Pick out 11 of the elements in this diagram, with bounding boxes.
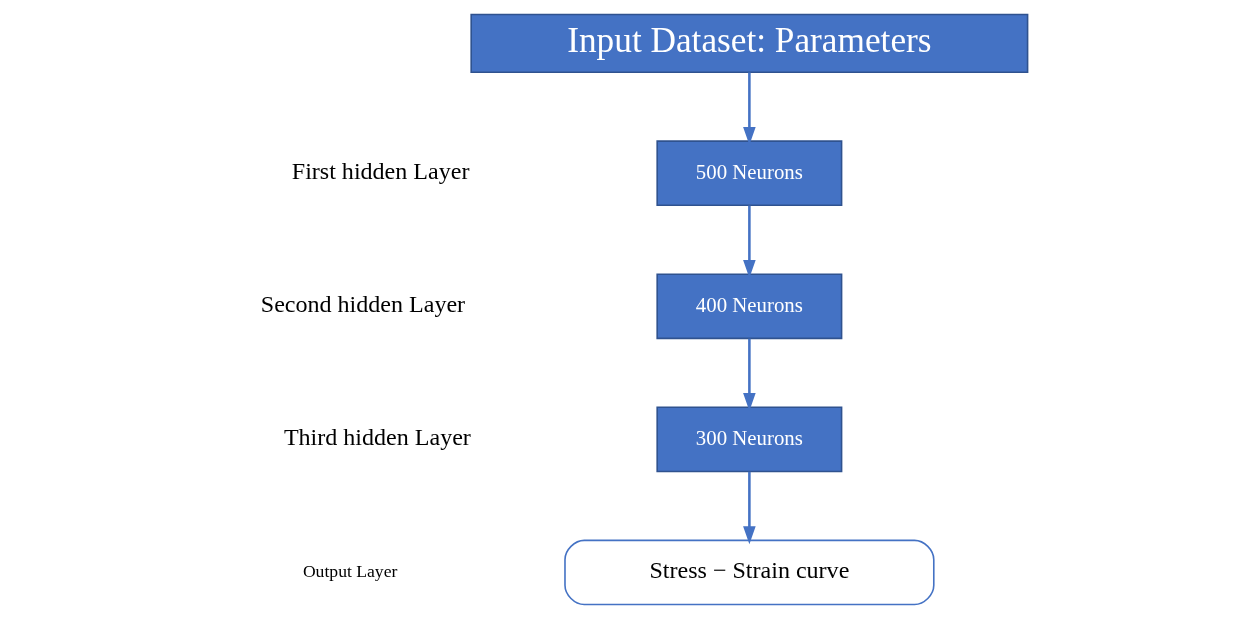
label: Output Layer	[302, 560, 397, 581]
node-box: 300 Neurons	[655, 406, 842, 473]
arrow	[742, 72, 756, 145]
label: Second hidden Layer	[260, 290, 465, 317]
label: First hidden Layer	[291, 157, 469, 184]
arrow	[742, 471, 756, 545]
label: Third hidden Layer	[283, 423, 471, 450]
node-box: Stress − Strain curve	[563, 539, 935, 606]
node-box: 400 Neurons	[655, 273, 842, 340]
node-box: Input Dataset: Parameters	[469, 13, 1028, 73]
node-box: 500 Neurons	[655, 140, 842, 207]
